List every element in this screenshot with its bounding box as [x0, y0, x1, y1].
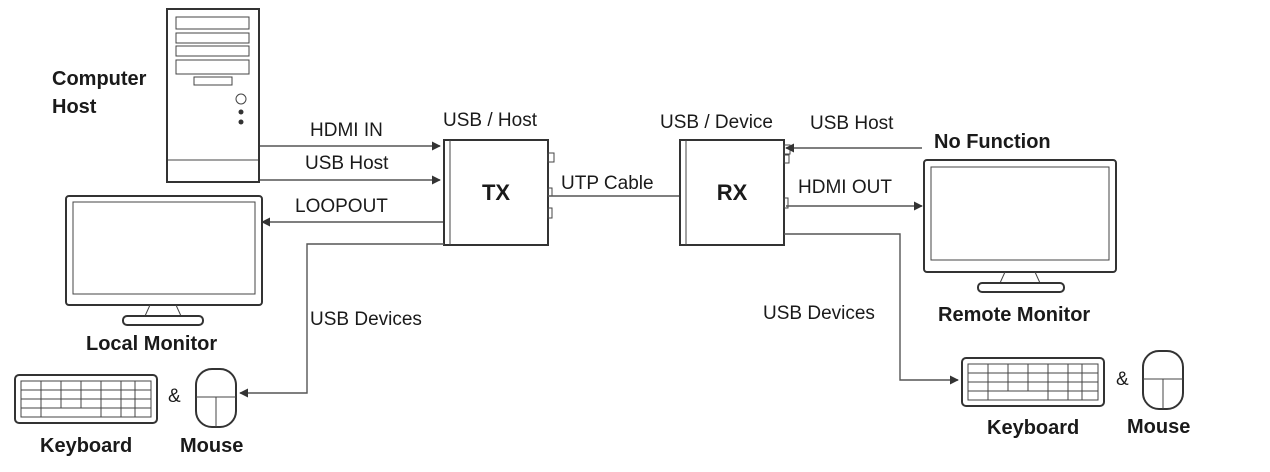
local-monitor-label: Local Monitor	[86, 333, 217, 355]
keyboard-left-icon	[14, 374, 158, 424]
keyboard-right-label: Keyboard	[987, 417, 1079, 439]
usb-host-tx-label: USB / Host	[443, 110, 538, 131]
local-monitor-icon	[65, 195, 263, 326]
rx-label: RX	[717, 180, 748, 205]
ampersand-right: &	[1116, 369, 1129, 390]
ampersand-left: &	[168, 386, 181, 407]
remote-monitor-icon	[923, 159, 1117, 293]
rx-receiver-box	[679, 139, 791, 246]
usb-devices-left-connection	[239, 243, 444, 398]
computer-tower-icon	[166, 8, 260, 183]
tx-label: TX	[482, 180, 510, 205]
mouse-left-icon	[195, 368, 237, 428]
computer-host-label-line2: Host	[52, 96, 97, 118]
keyboard-left-label: Keyboard	[40, 435, 132, 457]
mouse-right-label: Mouse	[1127, 416, 1190, 438]
mouse-right-icon	[1142, 350, 1184, 410]
usb-host-label: USB Host	[305, 153, 389, 174]
computer-host-label: Computer	[52, 68, 147, 90]
no-function-label: No Function	[934, 131, 1051, 153]
usb-devices-right-label: USB Devices	[763, 303, 875, 324]
tx-transmitter-box	[443, 139, 555, 246]
remote-monitor-label: Remote Monitor	[938, 304, 1090, 326]
usb-device-rx-label: USB / Device	[660, 112, 773, 133]
usb-host-right-label: USB Host	[810, 113, 894, 134]
utp-cable-label: UTP Cable	[561, 173, 654, 194]
usb-devices-right-connection	[784, 233, 959, 385]
usb-devices-left-label: USB Devices	[310, 309, 422, 330]
keyboard-right-icon	[961, 357, 1105, 407]
hdmi-out-label: HDMI OUT	[798, 177, 892, 198]
mouse-left-label: Mouse	[180, 435, 243, 457]
loopout-label: LOOPOUT	[295, 196, 388, 217]
hdmi-in-label: HDMI IN	[310, 120, 383, 141]
